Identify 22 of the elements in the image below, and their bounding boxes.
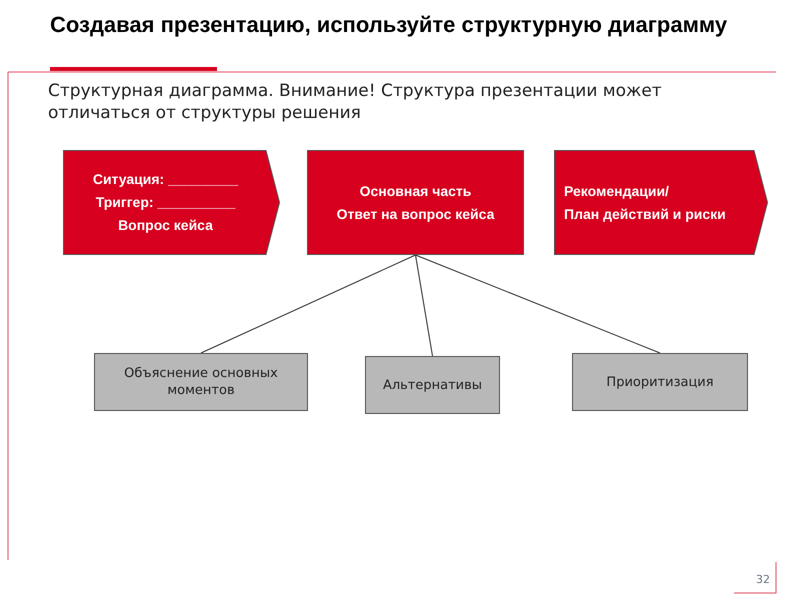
connector-line <box>415 254 433 356</box>
box-text: Основная часть <box>360 182 472 200</box>
box-text: План действий и риски <box>564 206 726 222</box>
box-text: Объяснение основных моментов <box>123 365 279 399</box>
sub-box <box>365 356 500 414</box>
box-text: Вопрос кейса <box>118 217 213 234</box>
process-box <box>307 150 524 255</box>
box-text: Рекомендации/ <box>564 182 669 200</box>
page-number: 32 <box>756 572 770 588</box>
box-text: Приоритизация <box>606 374 714 390</box>
box-text: Альтернативы <box>382 376 482 394</box>
box-text: Триггер: __________ <box>96 194 236 211</box>
chevron-box <box>63 150 280 255</box>
connector-line <box>415 254 660 354</box>
connector-line <box>200 254 416 354</box>
box-text: Ответ на вопрос кейса <box>336 206 494 222</box>
sub-box <box>572 353 748 411</box>
subtitle-text: Структурная диаграмма. Внимание! Структура презентации может отличаться от структуры решения <box>48 80 663 124</box>
slide-title: Создавая презентацию, используйте структурную диаграмму <box>50 12 728 38</box>
chevron-box <box>554 150 768 255</box>
box-text: Ситуация: _________ <box>92 171 238 188</box>
sub-box <box>94 353 308 411</box>
